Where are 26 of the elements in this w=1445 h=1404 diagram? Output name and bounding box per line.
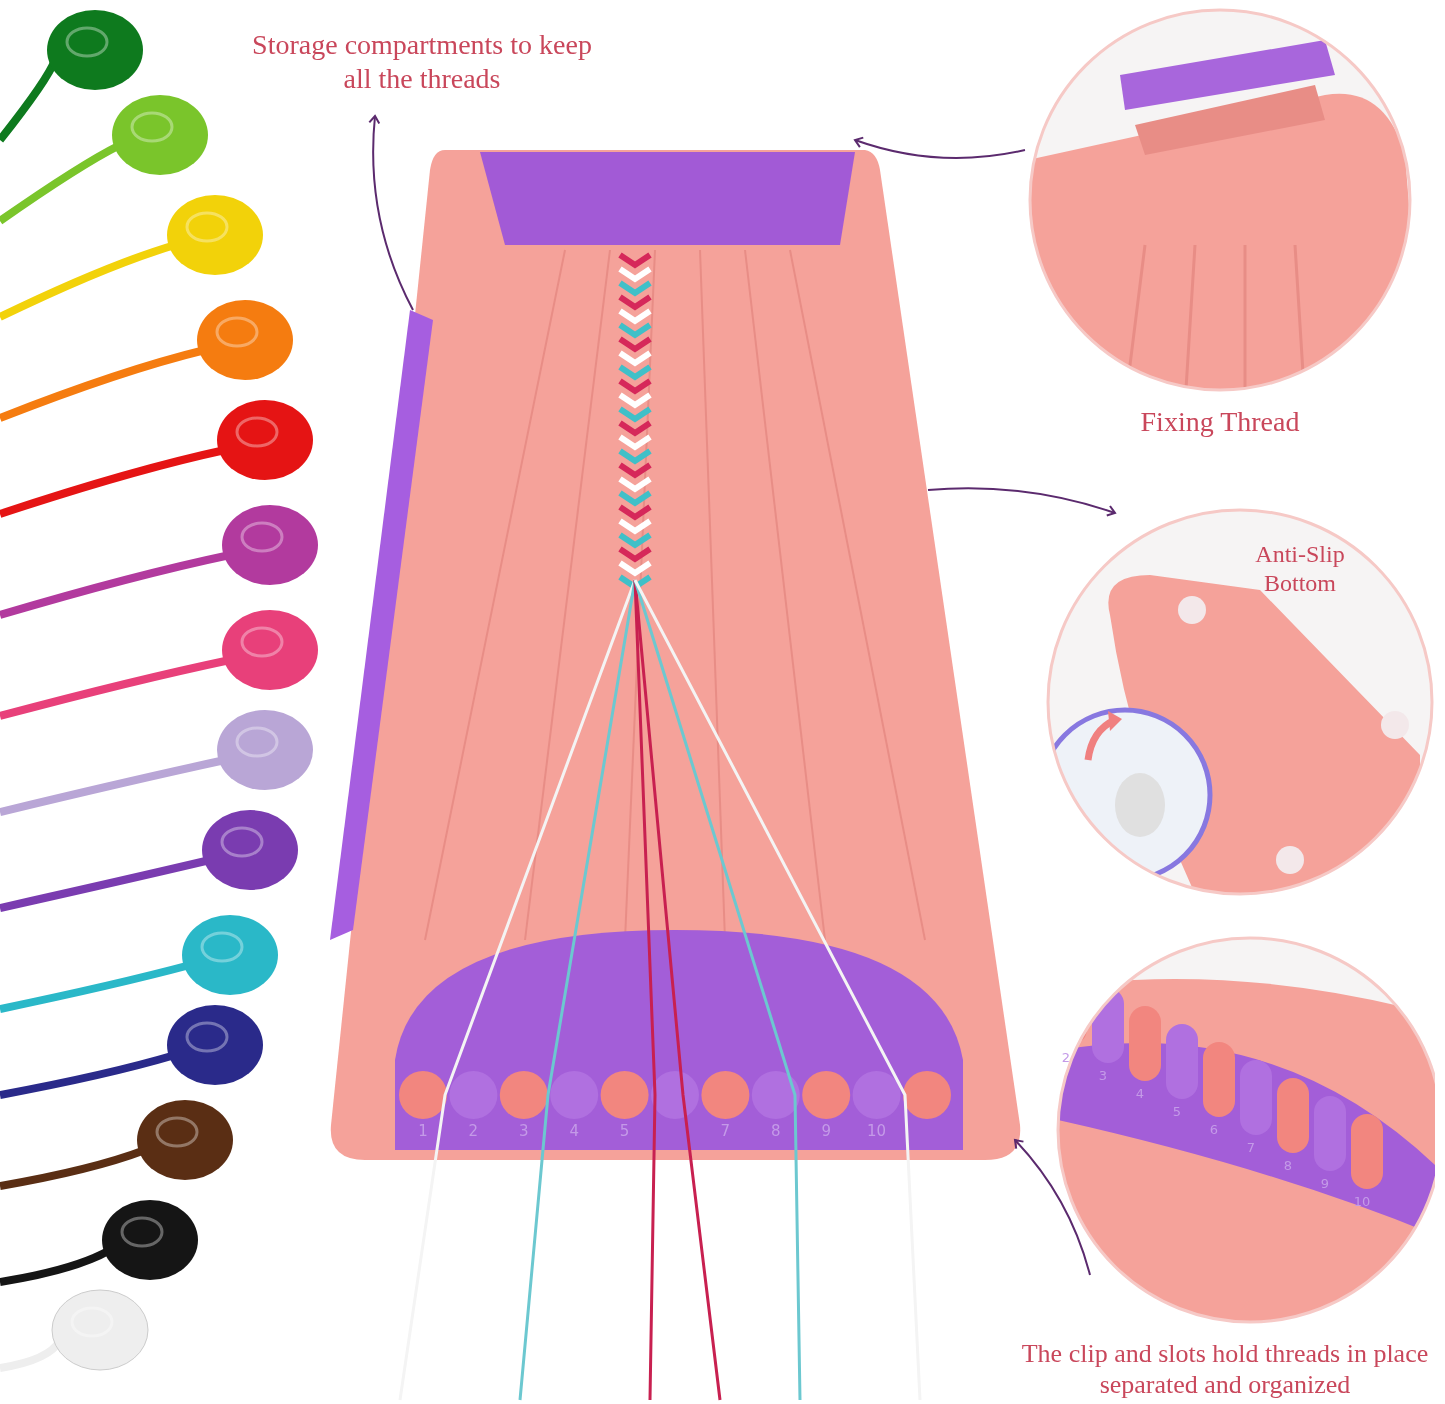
caption-text: The clip and slots hold threads in place separated and organized bbox=[1020, 1338, 1430, 1401]
peg-number: 8 bbox=[1282, 1158, 1294, 1173]
peg-number: 2 bbox=[467, 1122, 480, 1140]
peg-number: 9 bbox=[1319, 1176, 1331, 1191]
peg-number: 7 bbox=[1245, 1140, 1257, 1155]
curved-arrow bbox=[368, 115, 414, 311]
peg-number: 3 bbox=[518, 1122, 530, 1140]
curved-arrow bbox=[854, 136, 1026, 159]
peg-number: 1 bbox=[417, 1122, 429, 1140]
peg-number: 10 bbox=[866, 1122, 888, 1140]
caption-text: Anti-Slip Bottom bbox=[1254, 540, 1346, 598]
peg-number: 9 bbox=[820, 1122, 832, 1140]
curved-arrow bbox=[927, 487, 1116, 517]
peg-number: 7 bbox=[719, 1122, 732, 1140]
peg-number: 5 bbox=[618, 1122, 631, 1140]
peg-number: 8 bbox=[770, 1122, 782, 1140]
peg-number: 5 bbox=[1171, 1104, 1183, 1119]
peg-number: 3 bbox=[1097, 1068, 1109, 1083]
caption-text: Fixing Thread bbox=[1139, 405, 1301, 439]
peg-number: 2 bbox=[1060, 1050, 1072, 1065]
peg-number: 6 bbox=[1208, 1122, 1220, 1137]
peg-number: 10 bbox=[1352, 1194, 1372, 1209]
curved-arrow bbox=[1014, 1139, 1091, 1276]
callout-text: Storage compartments to keep all the threads bbox=[251, 28, 593, 96]
peg-number: 4 bbox=[1134, 1086, 1146, 1101]
peg-number: 4 bbox=[568, 1122, 580, 1140]
